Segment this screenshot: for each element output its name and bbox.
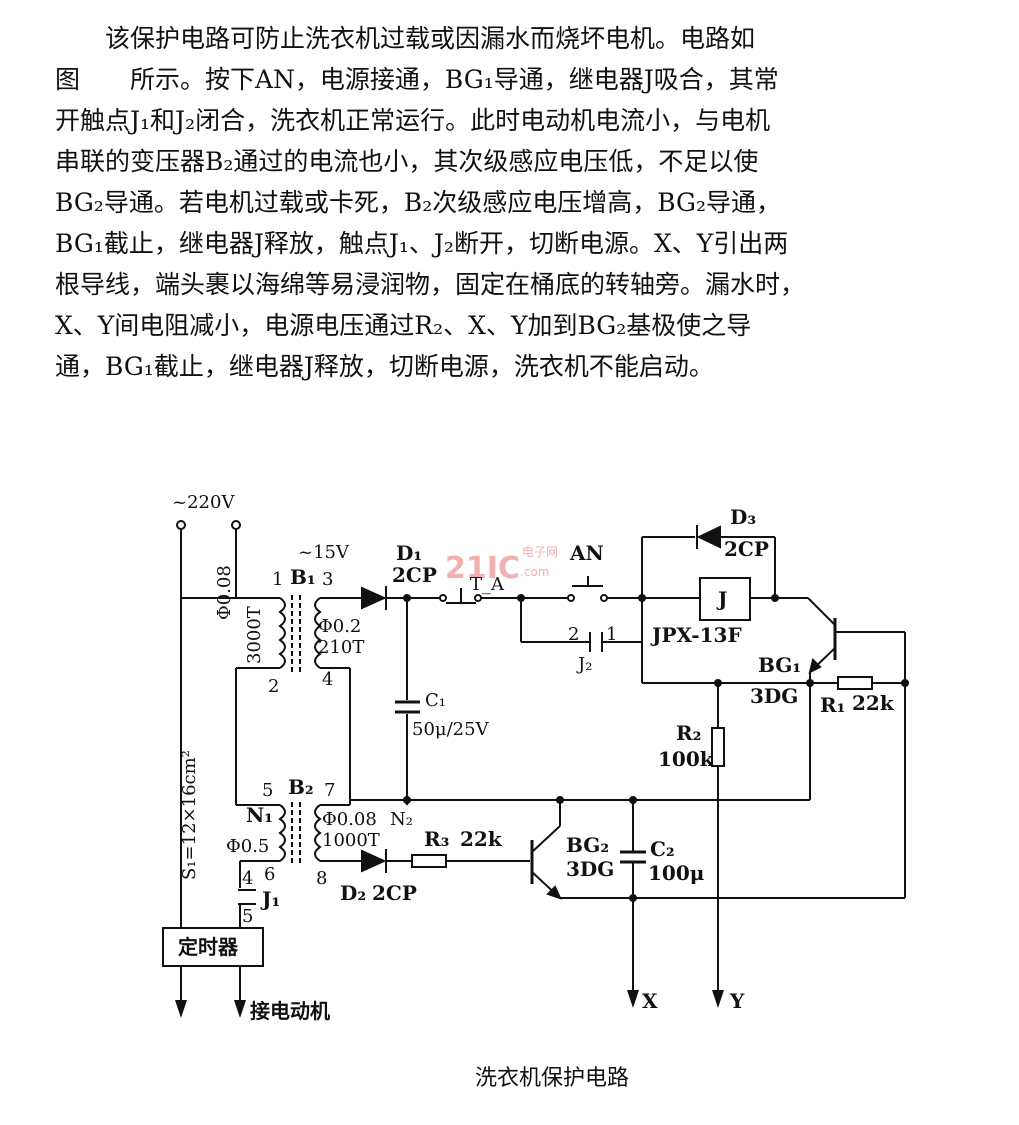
paragraph-line: 图 所示。按下AN，电源接通，BG₁导通，继电器J吸合，其常 [55,65,779,94]
y-terminal-label: Y [729,989,745,1013]
n1-label: N₁ [246,803,273,827]
timer-label: 定时器 [178,935,239,959]
secondary-voltage-label: ~15V [298,542,350,563]
c2-label: C₂ [650,837,675,861]
paragraph-line: 根导线，端头裹以海绵等易浸润物，固定在桶底的转轴旁。漏水时， [55,270,806,299]
svg-text:Φ0.2: Φ0.2 [318,616,361,637]
paragraph-line: 串联的变压器B₂通过的电流也小，其次级感应电压低，不足以使 [55,147,759,176]
c1-label: C₁ [425,690,446,711]
an-label: AN [569,541,604,565]
svg-text:1000T: 1000T [322,830,380,851]
relay-label: J [716,587,727,611]
body-paragraph: 该保护电路可防止洗衣机过载或因漏水而烧坏电机。电路如 图 所示。按下AN，电源接… [55,18,1003,387]
d1-label: D₁ [396,541,422,565]
paragraph-line: BG₂导通。若电机过载或卡死，B₂次级感应电压增高，BG₂导通， [55,188,782,217]
j1-label: J₁ [260,887,280,911]
svg-text:3000T: 3000T [244,606,265,664]
b1-label: B₁ [290,565,316,589]
core-area-label: S₁=12×16cm² [179,750,200,880]
svg-text:1: 1 [272,569,283,590]
paragraph-line: 该保护电路可防止洗衣机过载或因漏水而烧坏电机。电路如 [55,24,756,53]
diode-d3 [696,525,721,549]
paragraph-line: X、Y间电阻减小，电源电压通过R₂、X、Y加到BG₂基极使之导 [55,311,752,340]
watermark-logo: 21IC 电子网 .com [445,545,558,586]
paragraph-line: BG₁截止，继电器J释放，触点J₁、J₂断开，切断电源。X、Y引出两 [55,229,789,258]
paragraph-line: 通，BG₁截止，继电器J释放，切断电源，洗衣机不能启动。 [55,352,714,381]
svg-text:Φ0.5: Φ0.5 [226,836,269,857]
svg-text:5: 5 [242,906,253,927]
watermark-com: .com [520,565,549,579]
b2-label: B₂ [288,775,314,799]
svg-text:100μ: 100μ [648,861,704,885]
relay-contact-j1 [238,889,256,905]
resistor-r3 [411,854,447,868]
start-button-an [567,576,608,602]
resistor-r1 [837,676,873,690]
svg-text:22k: 22k [460,827,503,851]
transistor-bg2 [530,825,562,900]
svg-text:3DG: 3DG [566,857,614,881]
c1-value: 50μ/25V [412,719,490,740]
watermark-main: 21IC [445,551,520,586]
ta-label: T_A [470,574,505,595]
figure-caption: 洗衣机保护电路 [475,1066,629,1091]
motor-label: 接电动机 [250,999,330,1023]
watermark-cn: 电子网 [522,545,558,559]
svg-text:2CP: 2CP [724,537,769,561]
relay-contact-j2 [589,632,603,652]
svg-text:3DG: 3DG [750,684,798,708]
bg1-label: BG₁ [758,653,801,677]
transformer-b2 [278,802,322,866]
paragraph-line: 开触点J₁和J₂闭合，洗衣机正常运行。此时电动机电流小，与电机 [55,106,771,135]
capacitor-c2 [620,850,646,864]
svg-text:8: 8 [316,868,327,889]
svg-text:Φ0.08: Φ0.08 [214,565,235,620]
diode-d1 [361,586,387,610]
svg-text:2CP: 2CP [392,563,437,587]
supply-voltage-label: ~220V [172,492,235,513]
timer-box [162,927,264,967]
svg-text:6: 6 [264,864,275,885]
bg2-label: BG₂ [566,833,609,857]
r3-label: R₃ [424,827,449,851]
j2-label: J₂ [576,654,592,675]
svg-text:5: 5 [262,780,273,801]
r1-label: R₁ [820,693,845,717]
diode-d2 [361,849,387,873]
svg-text:22k: 22k [852,691,895,715]
transformer-b1 [278,595,322,672]
svg-text:2: 2 [268,676,279,697]
svg-text:7: 7 [324,780,335,801]
svg-text:3: 3 [322,569,333,590]
x-terminal-label: X [642,989,658,1013]
svg-text:1: 1 [606,624,617,645]
r2-label: R₂ [676,721,701,745]
svg-text:2CP: 2CP [372,881,417,905]
svg-text:4: 4 [322,669,333,690]
svg-text:2: 2 [568,624,579,645]
transistor-bg1 [808,618,905,674]
svg-text:4: 4 [242,868,253,889]
svg-text:100k: 100k [658,747,715,771]
n2-label: N₂ [390,809,413,830]
supply-terminals [176,520,241,530]
d2-label: D₂ [340,881,366,905]
svg-text:Φ0.08: Φ0.08 [322,809,377,830]
svg-text:210T: 210T [318,637,364,658]
timer-contact-ta [439,588,482,604]
resistor-r2 [711,727,725,767]
relay-model-label: JPX-13F [650,623,742,647]
d3-label: D₃ [730,505,756,529]
capacitor-c1 [395,700,420,714]
